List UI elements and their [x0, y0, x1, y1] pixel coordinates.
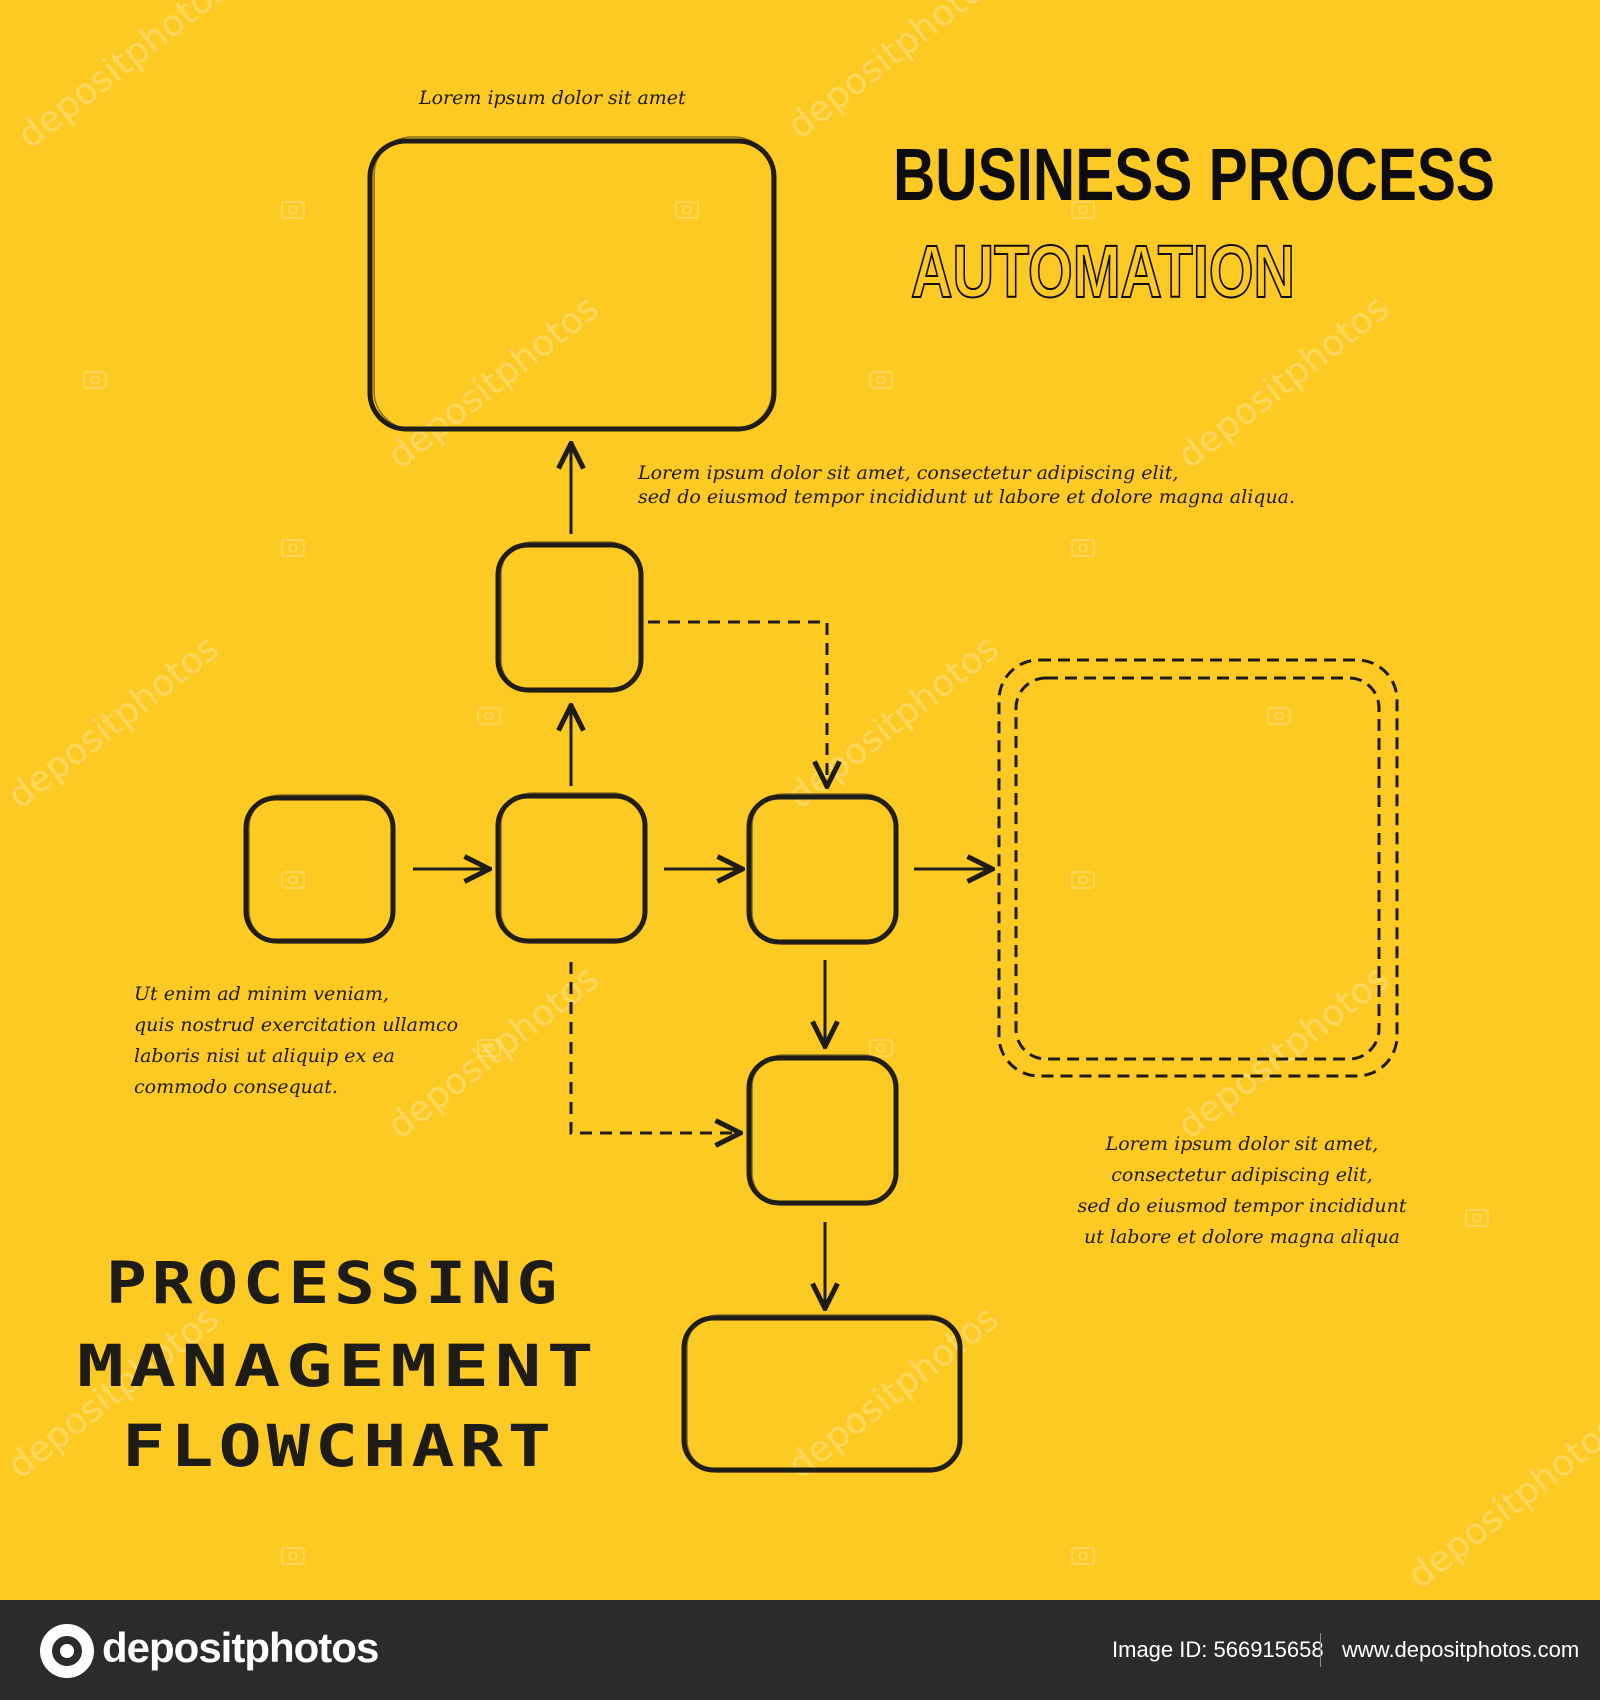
handwritten-line-3: FLOWCHART — [122, 1412, 556, 1480]
watermark-text: depositphotos — [0, 628, 226, 818]
box-top-large — [367, 136, 777, 432]
box-bottom-wide — [681, 1314, 963, 1473]
note-right-line: consectetur adipiscing elit, — [1111, 1164, 1373, 1186]
note-left-line: commodo consequat. — [134, 1076, 338, 1098]
flowchart-diagram: depositphotos depositphotos depositphoto… — [0, 0, 1600, 1598]
note-right-line: sed do eiusmod tempor incididunt — [1078, 1195, 1407, 1217]
note-left-line: Ut enim ad minim veniam, — [134, 983, 389, 1005]
note-left-line: quis nostrud exercitation ullamco — [134, 1014, 458, 1036]
box-center — [495, 792, 648, 944]
box-right-small — [746, 793, 899, 945]
watermark-text: depositphotos — [780, 628, 1006, 818]
footer-website: www.depositphotos.com — [1342, 1637, 1580, 1662]
note-middle-line: Lorem ipsum dolor sit amet, consectetur … — [637, 462, 1178, 484]
box-dashed-large — [997, 658, 1399, 1078]
title-main: BUSINESS PROCESS — [893, 133, 1495, 216]
watermark-text: depositphotos — [10, 0, 236, 157]
note-right: Lorem ipsum dolor sit amet, consectetur … — [1078, 1133, 1407, 1248]
watermark-text: depositphotos — [1400, 1408, 1600, 1598]
note-middle: Lorem ipsum dolor sit amet, consectetur … — [637, 462, 1295, 508]
handwritten-line-1: PROCESSING — [106, 1249, 562, 1317]
watermark-text: depositphotos — [780, 1298, 1006, 1488]
depositphotos-logo-icon — [40, 1624, 94, 1678]
dashed-arrow-center-to-lower — [569, 962, 738, 1133]
title-sub: AUTOMATION — [911, 230, 1295, 313]
footer-divider — [1320, 1633, 1321, 1667]
note-right-line: ut labore et dolore magna aliqua — [1084, 1226, 1400, 1248]
footer-brand: depositphotos — [102, 1624, 379, 1671]
note-left-line: laboris nisi ut aliquip ex ea — [134, 1045, 395, 1067]
note-left: Ut enim ad minim veniam, quis nostrud ex… — [134, 983, 458, 1098]
footer-image-id: Image ID: 566915658 — [1112, 1637, 1324, 1662]
box-start — [243, 794, 396, 944]
box-upper-small — [495, 541, 644, 693]
watermark-text: depositphotos — [1170, 288, 1396, 478]
watermark-text: depositphotos — [780, 0, 1006, 147]
dashed-arrow-upper-to-right — [648, 620, 827, 784]
watermark-text: depositphotos — [1170, 958, 1396, 1148]
watermark-text: depositphotos — [380, 288, 606, 478]
watermark-text: depositphotos — [380, 958, 606, 1148]
note-top: Lorem ipsum dolor sit amet — [418, 87, 686, 109]
note-right-line: Lorem ipsum dolor sit amet, — [1105, 1133, 1379, 1155]
stock-footer: depositphotos Image ID: 566915658 www.de… — [0, 1600, 1600, 1700]
note-middle-line: sed do eiusmod tempor incididunt ut labo… — [638, 486, 1295, 508]
box-lower-small — [746, 1054, 899, 1206]
camera-icon — [83, 201, 1489, 1565]
handwritten-line-2: MANAGEMENT — [77, 1332, 599, 1400]
